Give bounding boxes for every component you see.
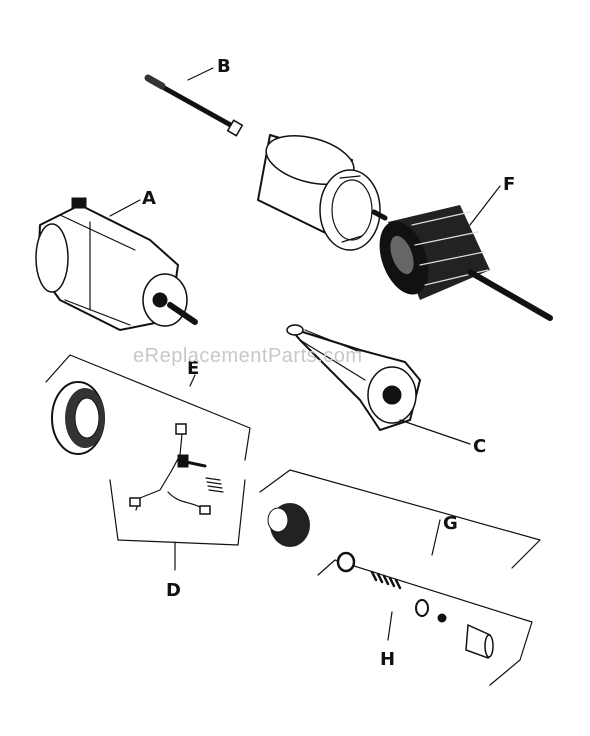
- leader-f: [469, 185, 501, 226]
- drive-small-parts: [336, 551, 494, 660]
- leader-c: [399, 419, 471, 445]
- watermark: eReplacementParts.com: [133, 345, 362, 367]
- leader-b: [187, 67, 214, 81]
- commutator-end-cap: [51, 381, 105, 455]
- starter-motor-part-a: [35, 197, 198, 331]
- group-bracket-g: [259, 469, 541, 569]
- leader-a: [109, 199, 141, 217]
- callout-a: A: [142, 188, 156, 209]
- callout-e: E: [187, 358, 199, 379]
- group-bracket-e: [45, 354, 251, 461]
- brush-leads-and-springs: [129, 423, 224, 515]
- pinion-gear: [267, 503, 310, 547]
- armature-part-f: [371, 205, 553, 321]
- group-bracket-h: [317, 559, 533, 686]
- callout-g: G: [443, 513, 458, 534]
- callout-d: D: [166, 580, 181, 601]
- drive-end-bracket-part-c: [286, 324, 421, 431]
- through-bolt-part-b: [144, 74, 244, 137]
- callout-b: B: [217, 56, 231, 77]
- callout-f: F: [503, 174, 515, 195]
- callout-h: H: [380, 649, 395, 670]
- leader-e: [189, 374, 196, 387]
- field-frame-housing: [257, 134, 381, 251]
- group-bracket-d: [109, 479, 246, 571]
- callout-c: C: [473, 436, 486, 457]
